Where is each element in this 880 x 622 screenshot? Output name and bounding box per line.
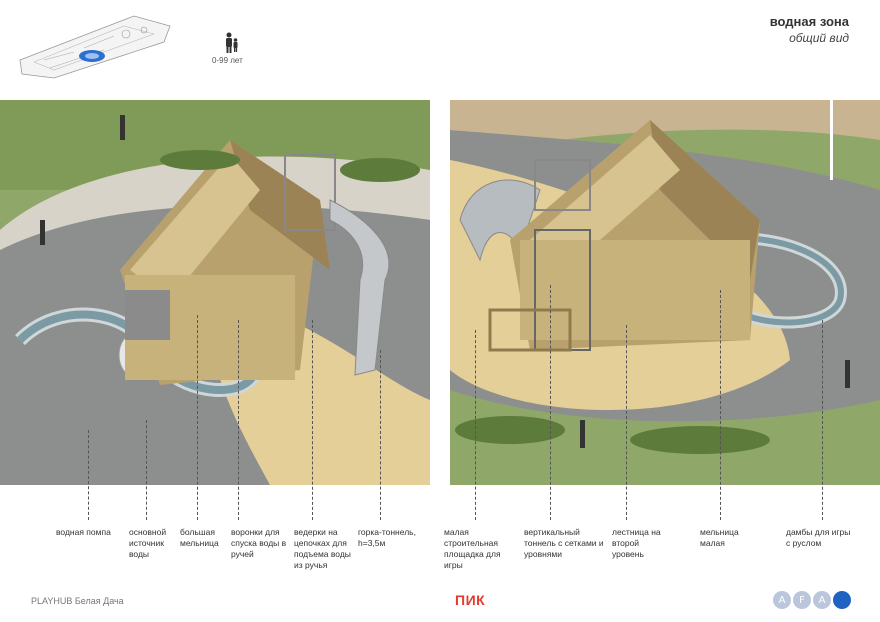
logo-letter: A [813,591,831,609]
label-tunnel-slide: горка-тоннель, h=3,5м [358,527,416,548]
age-range: 0-99 лет [212,56,243,65]
label-water-pump: водная помпа [56,527,111,537]
label-vertical-tunnel: вертикальный тоннель с сетками и уровням… [524,527,604,559]
leader-line [238,320,239,520]
label-funnels: воронки для спуска воды в ручей [231,527,287,559]
label-main-water-source: основной источник воды [129,527,167,559]
view-subtitle: общий вид [789,31,849,45]
leader-line [822,320,823,520]
label-stairs-second-level: лестница на второй уровень [612,527,661,559]
leader-line [146,420,147,520]
render-view-left [0,100,430,485]
leader-line [550,285,551,520]
leader-line [626,325,627,520]
brand-logo: ПИК [455,592,486,608]
leader-line [88,430,89,520]
leader-line [197,315,198,520]
label-chain-buckets: ведерки на цепочках для подъема воды из … [294,527,351,570]
person-icon [226,32,238,53]
afa-logo: A F A [773,591,851,609]
leader-line [312,320,313,520]
title-block: водная зона общий вид [770,14,849,45]
leader-line [475,330,476,520]
logo-letter: F [793,591,811,609]
label-small-construction-area: малая строительная площадка для игры [444,527,501,570]
label-small-mill: мельница малая [700,527,739,548]
render-view-right [450,100,880,485]
leader-line [380,350,381,520]
zone-title: водная зона [769,14,849,29]
project-name: PLAYHUB Белая Дача [31,596,124,606]
logo-dot [833,591,851,609]
site-plan-thumbnail [19,15,171,79]
label-dams: дамбы для игры с руслом [786,527,851,548]
logo-letter: A [773,591,791,609]
leader-line [720,290,721,520]
label-big-mill: большая мельница [180,527,219,548]
